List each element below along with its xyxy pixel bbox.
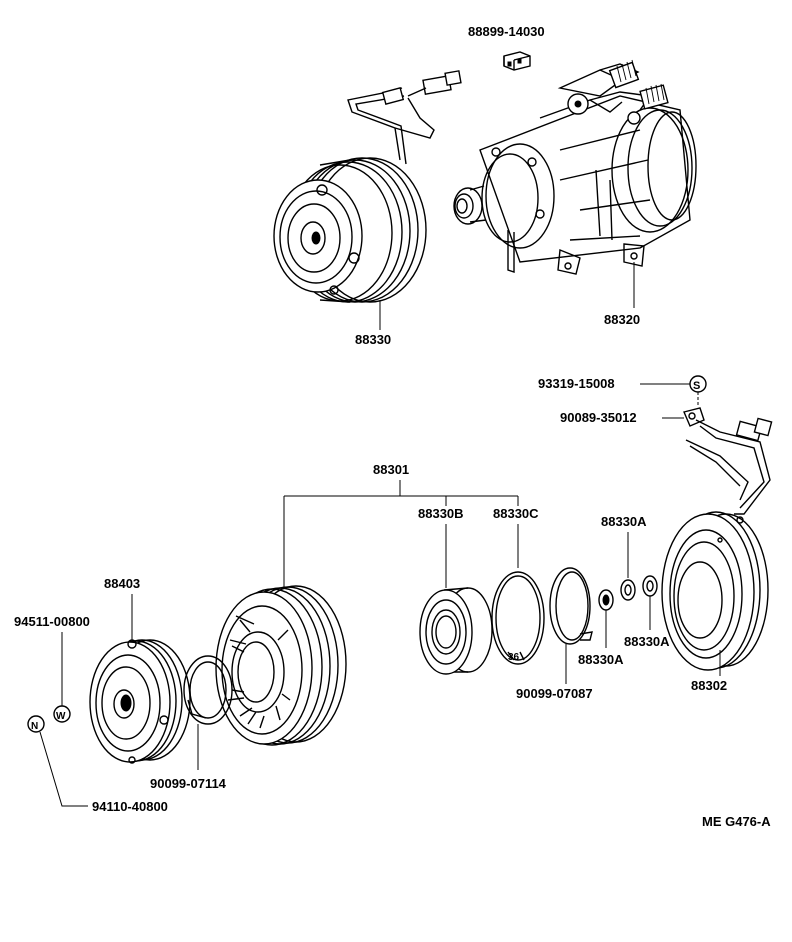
- label-93319-15008: 93319-15008: [538, 376, 615, 391]
- label-90099-07087: 90099-07087: [516, 686, 593, 701]
- label-88403: 88403: [104, 576, 140, 591]
- label-88330C: 88330C: [493, 506, 539, 521]
- label-94110-40800: 94110-40800: [92, 799, 168, 814]
- connector-clip-88899: [503, 51, 531, 71]
- bearing-88330B: [419, 587, 493, 675]
- snap-ring-88330C: 36: [491, 571, 545, 665]
- field-coil-88302: [661, 417, 773, 671]
- svg-text:N: N: [31, 721, 38, 732]
- compressor-88320: [453, 59, 697, 275]
- n-mark-symbol: N: [27, 715, 45, 733]
- clutch-assembly-88330: [273, 70, 462, 303]
- pressure-plate-88403: [89, 639, 191, 764]
- label-88330B: 88330B: [418, 506, 464, 521]
- label-94511-00800: 94511-00800: [14, 614, 90, 629]
- label-88330-top: 88330: [355, 332, 391, 347]
- svg-text:W: W: [56, 711, 66, 722]
- shim-washers-88330A: [598, 575, 658, 611]
- s-mark-symbol: S: [689, 375, 707, 393]
- pulley-88301: [215, 585, 347, 746]
- bracket-88301: [283, 480, 519, 588]
- label-88302: 88302: [691, 678, 727, 693]
- snap-ring-90099-07087: [549, 567, 593, 645]
- label-90089-35012: 90089-35012: [560, 410, 637, 425]
- label-88899-14030: 88899-14030: [468, 24, 545, 39]
- leader-94110: [39, 731, 88, 807]
- label-88330A-low: 88330A: [578, 652, 624, 667]
- label-88301: 88301: [373, 462, 409, 477]
- svg-text:S: S: [693, 380, 700, 392]
- shim-90099-07114: [183, 655, 233, 725]
- svg-text:36: 36: [508, 652, 520, 663]
- w-mark-symbol: W: [53, 705, 71, 723]
- wire-clamp-90089: [683, 407, 705, 427]
- label-90099-07114: 90099-07114: [150, 776, 227, 791]
- label-88330A-mid: 88330A: [624, 634, 670, 649]
- label-88330A-top: 88330A: [601, 514, 647, 529]
- diagram-id: ME G476-A: [702, 814, 771, 829]
- label-88320: 88320: [604, 312, 640, 327]
